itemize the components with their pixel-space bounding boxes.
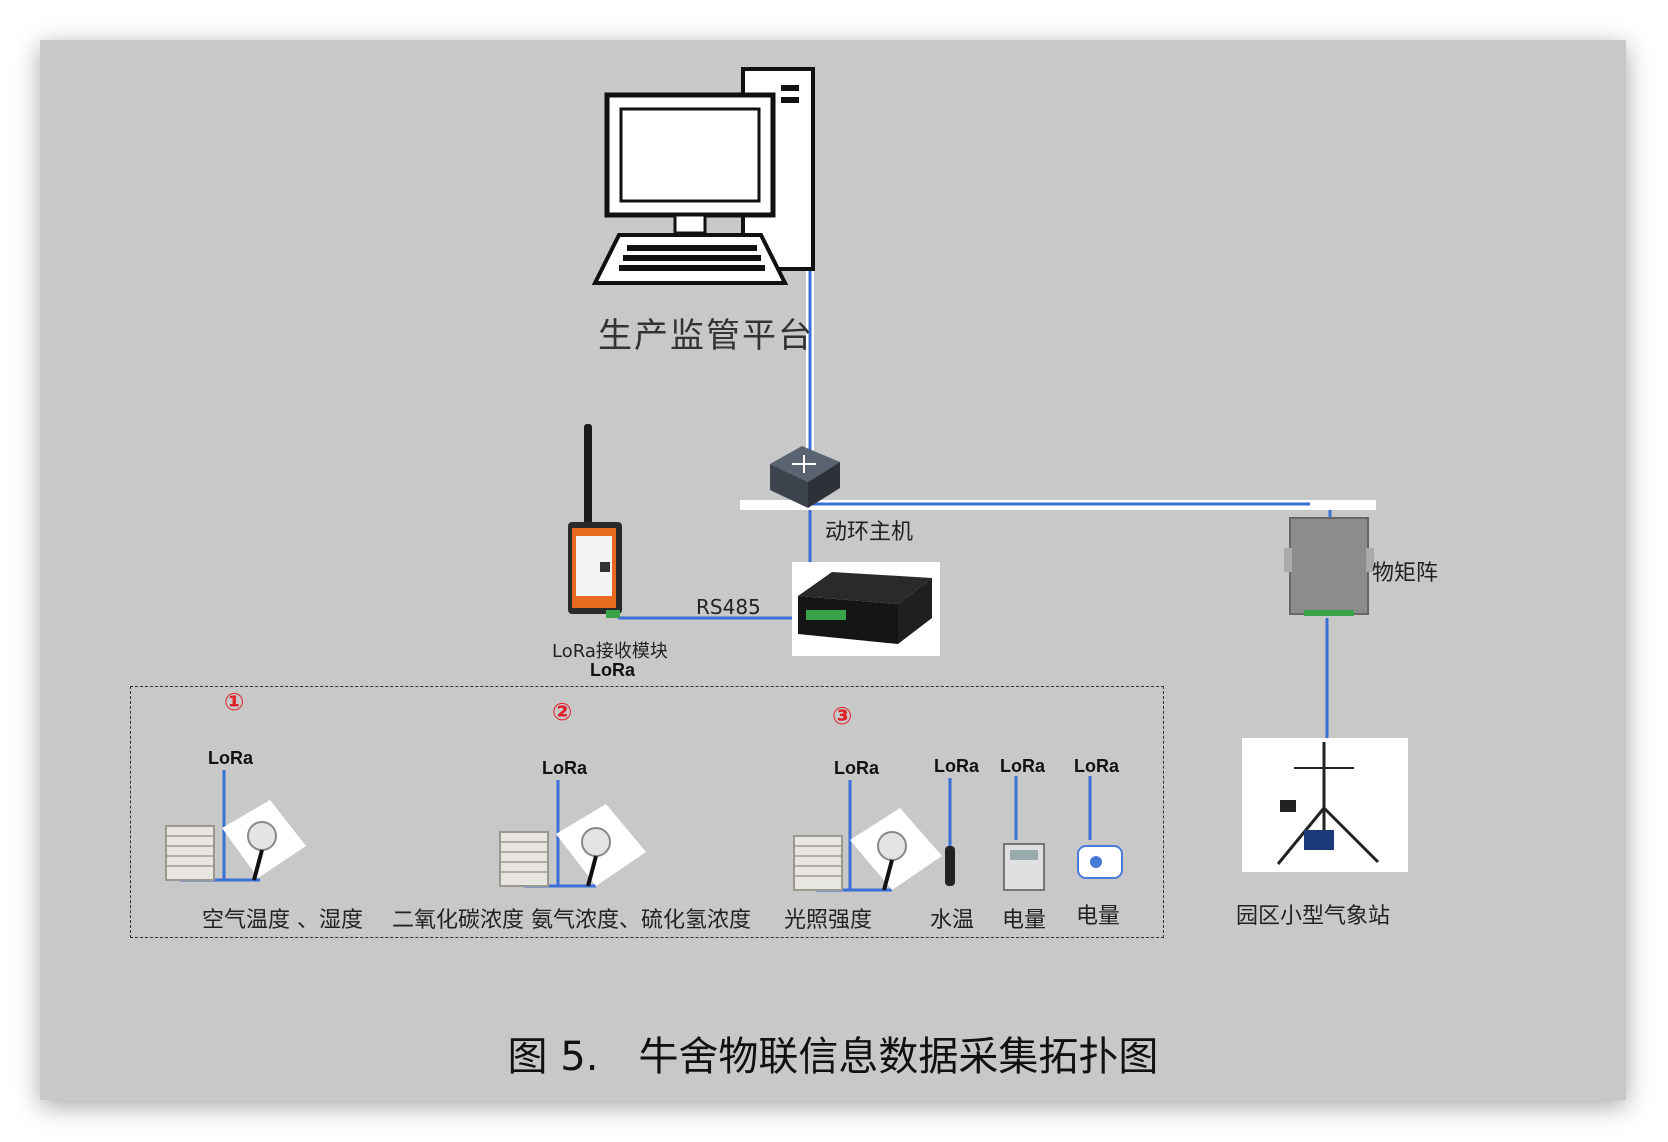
diagram-canvas: 生产监管平台 动环主机 LoRa接收模块 RS485 LoRa 物矩阵: [40, 40, 1626, 1100]
figure-number: 图 5.: [507, 1034, 599, 1080]
sensor-label-gas: 二氧化碳浓度 氨气浓度、硫化氢浓度: [392, 908, 751, 933]
weather-station-icon: [1242, 738, 1408, 872]
sensor-label-light: 光照强度: [784, 908, 873, 933]
matrix-label: 物矩阵: [1372, 561, 1439, 586]
host-device-icon: [792, 562, 940, 656]
lora-receiver-label: LoRa接收模块: [552, 641, 668, 662]
lora-tag-2: LoRa: [542, 758, 587, 778]
group-marker-3: ③: [832, 702, 853, 730]
lora-tag-meter-1: LoRa: [1000, 756, 1045, 776]
lora-tag-meter-2: LoRa: [1074, 756, 1119, 776]
lora-tag-3: LoRa: [834, 758, 879, 778]
lora-tag-1: LoRa: [208, 748, 253, 768]
switch-icon: [770, 446, 840, 508]
rs485-label: RS485: [696, 595, 761, 619]
host-label: 动环主机: [825, 520, 914, 545]
sensor-label-meter-1: 电量: [1002, 908, 1047, 933]
matrix-device-icon: [1284, 517, 1374, 616]
figure-title: 牛舍物联信息数据采集拓扑图: [638, 1034, 1159, 1080]
weather-station-label: 园区小型气象站: [1236, 904, 1391, 929]
network-links: [618, 270, 1376, 738]
sensor-label-water-temp: 水温: [930, 908, 975, 933]
group-marker-1: ①: [224, 688, 245, 716]
receiver-lora-tag: LoRa: [590, 660, 635, 680]
sensor-drawings: [165, 770, 1123, 892]
group-marker-2: ②: [552, 698, 573, 726]
lora-tag-water: LoRa: [934, 756, 979, 776]
platform-label: 生产监管平台: [598, 316, 814, 356]
figure-caption: 图 5. 牛舍物联信息数据采集拓扑图: [40, 1024, 1626, 1082]
sensor-label-meter-2: 电量: [1076, 904, 1121, 929]
sensor-label-air: 空气温度 、湿度: [202, 908, 363, 933]
sensor-group-box: [130, 686, 1164, 938]
lora-receiver-icon: [568, 424, 622, 618]
computer-icon: [591, 67, 815, 285]
